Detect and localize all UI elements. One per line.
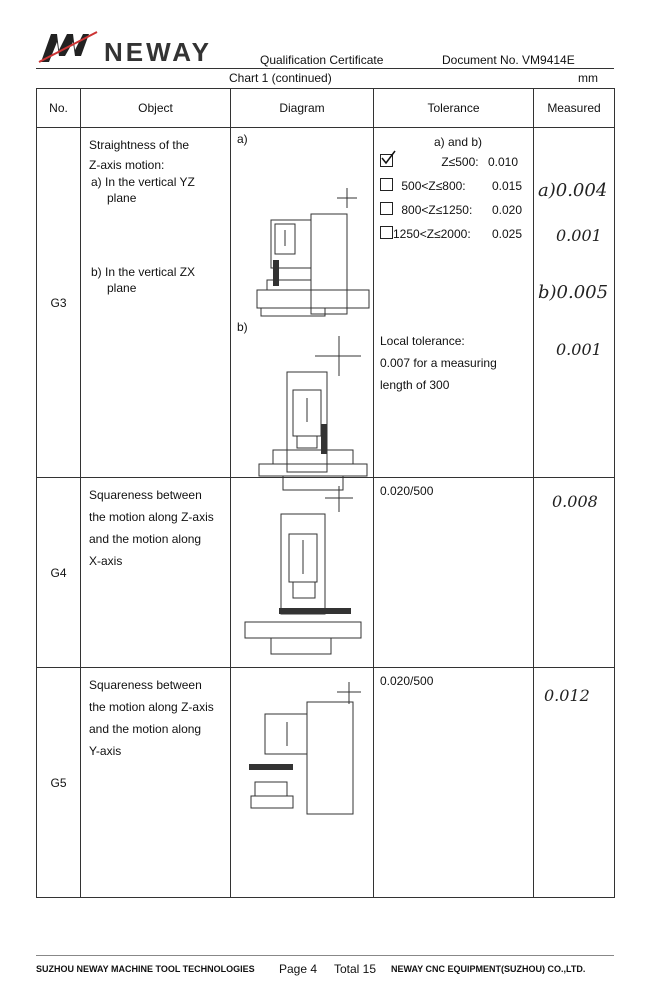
object-line: the motion along Z-axis — [89, 700, 214, 714]
tol-option-label: Z≤500: — [441, 155, 479, 169]
tol-option-value: 0.010 — [488, 155, 519, 169]
tolerance-value: 0.020/500 — [380, 674, 434, 688]
checkbox-icon[interactable] — [380, 202, 393, 215]
tolerance-cell: 0.020/500 — [373, 667, 534, 898]
col-no: No. — [36, 88, 81, 128]
diagram-g5-icon — [249, 682, 361, 815]
tol-option-3: 800<Z≤1250: 0.020 — [380, 198, 527, 222]
table-row-g5: G5 Squareness between the motion along Z… — [36, 667, 615, 898]
doc-title: Qualification Certificate — [260, 53, 384, 67]
object-title-2: Z-axis motion: — [89, 158, 165, 172]
object-line: and the motion along — [89, 722, 202, 736]
measured-cell: a)0.004 0.001 b)0.005 0.001 — [533, 127, 615, 478]
local-tolerance: Local tolerance: 0.007 for a measuring l… — [380, 330, 527, 396]
object-line: and the motion along — [89, 532, 202, 546]
tol-option-label: 500<Z≤800: — [401, 179, 466, 193]
tol-option-value: 0.025 — [492, 227, 523, 241]
col-tolerance: Tolerance — [373, 88, 534, 128]
object-sub-a: a) In the vertical YZ — [91, 175, 195, 189]
chart-title: Chart 1 (continued) — [229, 71, 332, 85]
unit-label: mm — [578, 71, 598, 85]
local-tol-line: length of 300 — [380, 378, 450, 392]
checkbox-icon[interactable] — [380, 178, 393, 191]
diagram-a-yz-icon — [256, 188, 370, 317]
tolerance-cell: a) and b) Z≤500: 0.010 500<Z≤800: 0.015 … — [373, 127, 534, 478]
local-tol-line: 0.007 for a measuring — [380, 356, 497, 370]
doc-number: Document No. VM9414E — [442, 53, 575, 67]
measured-value: 0.001 — [556, 226, 602, 245]
tol-option-value: 0.015 — [492, 179, 523, 193]
object-cell: Squareness between the motion along Z-ax… — [80, 667, 231, 898]
tol-option-1: Z≤500: 0.010 — [380, 150, 527, 174]
measured-value: a)0.004 — [538, 180, 608, 201]
object-sub-b2: plane — [107, 281, 137, 295]
measured-value: 0.008 — [552, 492, 598, 511]
footer-total: Total 15 — [334, 962, 377, 976]
object-sub-a2: plane — [107, 191, 137, 205]
row-no: G4 — [36, 477, 81, 668]
checkbox-icon[interactable] — [380, 226, 393, 239]
object-line: X-axis — [89, 554, 123, 568]
table-header-row: No. Object Diagram Tolerance Measured — [36, 88, 615, 128]
footer-page: Page 4 — [279, 962, 318, 976]
measured-cell: 0.012 — [533, 667, 615, 898]
measured-value: b)0.005 — [538, 282, 609, 303]
col-object: Object — [80, 88, 231, 128]
object-sub-b: b) In the vertical ZX — [91, 265, 196, 279]
object-cell: Squareness between the motion along Z-ax… — [80, 477, 231, 668]
tolerance-value: 0.020/500 — [380, 484, 434, 498]
certificate-table: No. Object Diagram Tolerance Measured G3… — [36, 88, 615, 898]
tol-option-value: 0.020 — [492, 203, 523, 217]
diagram-cell: a) b) — [230, 127, 374, 491]
row-no: G3 — [36, 127, 81, 478]
measured-value: 0.012 — [544, 686, 590, 705]
local-tol-line: Local tolerance: — [380, 334, 465, 348]
table-row-g3: G3 Straightness of the Z-axis motion: a)… — [36, 127, 615, 491]
diagram-cell — [230, 667, 374, 898]
neway-logo-icon — [38, 31, 98, 63]
brand-name: NEWAY — [104, 37, 212, 67]
diagram-b-zx-icon — [258, 336, 368, 491]
diagram-g4-icon — [244, 486, 362, 655]
tol-head: a) and b) — [434, 135, 483, 149]
footer-company-right: NEWAY CNC EQUIPMENT(SUZHOU) CO.,LTD. — [391, 964, 586, 974]
checkbox-checked-icon[interactable] — [380, 150, 396, 167]
object-line: the motion along Z-axis — [89, 510, 214, 524]
object-line: Squareness between — [89, 678, 202, 692]
tol-option-2: 500<Z≤800: 0.015 — [380, 174, 527, 198]
measured-value: 0.001 — [556, 340, 602, 359]
col-diagram: Diagram — [230, 88, 374, 128]
tol-option-4: 1250<Z≤2000: 0.025 — [380, 222, 527, 246]
object-title: Straightness of the — [89, 138, 190, 152]
diagram-b-label: b) — [237, 320, 248, 334]
header-divider — [36, 68, 614, 69]
object-line: Squareness between — [89, 488, 202, 502]
footer-divider — [36, 955, 614, 956]
diagram-a-label: a) — [237, 132, 248, 146]
table-row-g4: G4 Squareness between the motion along Z… — [36, 477, 615, 668]
col-measured: Measured — [533, 88, 615, 128]
object-cell: Straightness of the Z-axis motion: a) In… — [80, 127, 231, 478]
measured-cell: 0.008 — [533, 477, 615, 668]
tol-option-label: 800<Z≤1250: — [401, 203, 473, 217]
footer-company-left: SUZHOU NEWAY MACHINE TOOL TECHNOLOGIES — [36, 964, 255, 974]
tol-option-label: 1250<Z≤2000: — [393, 227, 471, 241]
tolerance-cell: 0.020/500 — [373, 477, 534, 668]
row-no: G5 — [36, 667, 81, 898]
object-line: Y-axis — [89, 744, 122, 758]
diagram-cell — [230, 477, 374, 668]
